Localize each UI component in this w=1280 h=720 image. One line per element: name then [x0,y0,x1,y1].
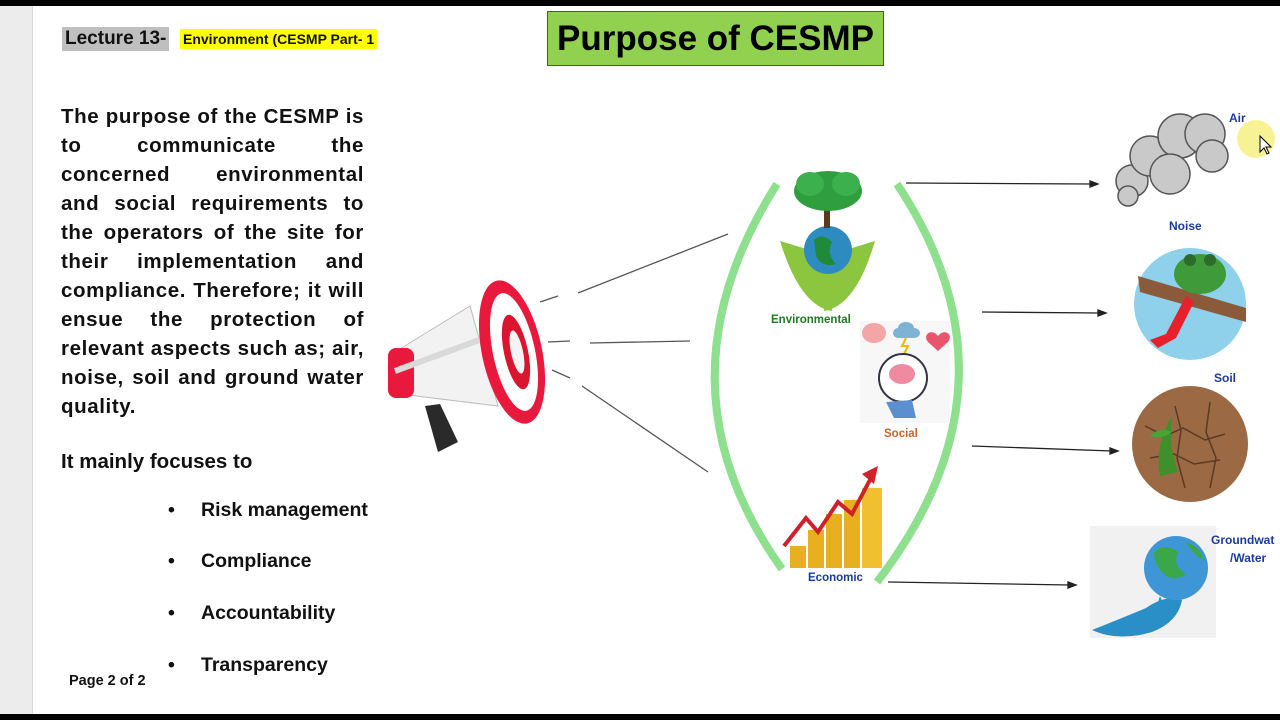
cesmp-diagram [388,113,1275,638]
groundwater-label-line2: /Water [1230,551,1267,565]
purpose-paragraph: The purpose of the CESMP is to communica… [61,105,364,418]
social-label: Social [884,428,918,440]
air-smoke-icon [1115,113,1229,207]
bullet-item: •Compliance [168,550,312,572]
left-panel-strip [0,6,33,714]
right-bracket-arc [873,181,963,585]
bullet-dot-icon: • [168,499,175,521]
topic-highlight: Environment (CESMP Part- 1 [180,29,378,49]
economic-label: Economic [808,572,863,584]
environmental-label: Environmental [771,314,851,326]
slide-title: Purpose of CESMP [547,11,884,66]
air-label: Air [1229,111,1246,125]
noise-label: Noise [1169,219,1202,233]
bullet-item: •Transparency [168,654,328,676]
bullet-dot-icon: • [168,602,175,624]
megaphone-icon [388,280,546,452]
social-mind-icon [860,321,950,423]
sound-lines [539,233,729,473]
groundwater-globe-icon [1090,526,1216,638]
soil-label: Soil [1214,371,1237,385]
bullet-dot-icon: • [168,654,175,676]
soil-icon [1132,386,1248,502]
groundwater-label-line1: Groundwat [1211,533,1275,547]
slide: Lecture 13- Environment (CESMP Part- 1 P… [0,6,1280,714]
outcome-arrows [887,180,1120,589]
bullet-item: •Accountability [168,602,336,624]
lecture-label: Lecture 13- [62,27,170,51]
bullet-dot-icon: • [168,550,175,572]
left-bracket-arc [710,181,786,572]
cursor-highlight [1237,120,1275,158]
bullet-item: •Risk management [168,499,368,521]
economic-growth-icon [782,466,882,568]
noise-frog-icon [1134,248,1246,360]
page-number: Page 2 of 2 [69,673,146,689]
mouse-cursor-icon [1259,134,1273,155]
focus-intro: It mainly focuses to [61,450,253,473]
environment-tree-icon [780,171,875,311]
